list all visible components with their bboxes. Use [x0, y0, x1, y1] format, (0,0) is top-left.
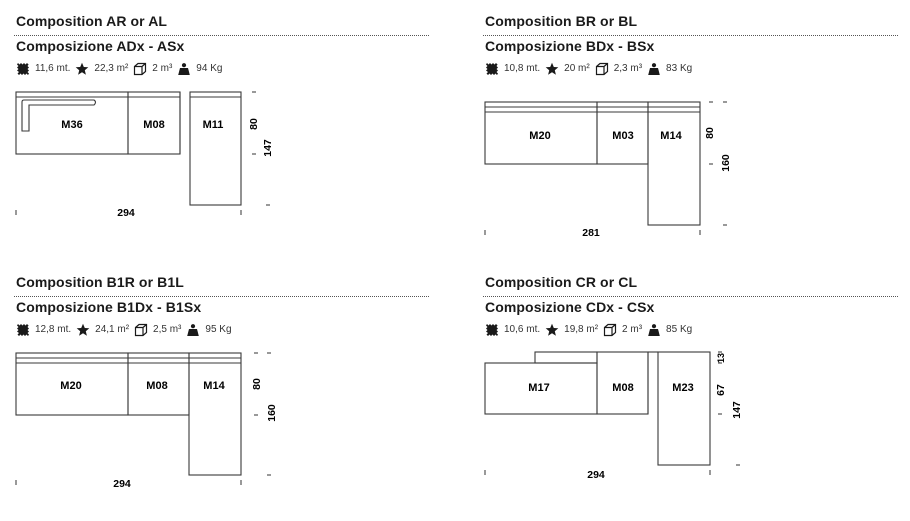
- seat-depth-dimension: 80: [704, 127, 716, 139]
- module-label: M11: [203, 119, 224, 131]
- composition-title-en: Composition B1R or B1L: [16, 274, 184, 290]
- module-label: M08: [146, 380, 167, 392]
- star-area-icon: [75, 62, 89, 76]
- spec-volume: 2 m³: [603, 323, 642, 337]
- star-area-icon: [545, 62, 559, 76]
- spec-area: 22,3 m²: [75, 62, 128, 76]
- floor-plan: M17 M08 M23 294 13 67 147: [484, 351, 743, 481]
- composition-a: Composition AR or AL Composizione ADx - …: [14, 10, 429, 260]
- total-depth-dimension: 147: [262, 139, 274, 157]
- fabric-length-icon: [16, 62, 30, 76]
- module-label: M17: [528, 382, 549, 394]
- star-area-icon: [545, 323, 559, 337]
- spec-length: 10,8 mt.: [485, 62, 540, 76]
- spec-volume: 2 m³: [133, 62, 172, 76]
- width-dimension: 294: [117, 207, 135, 219]
- total-depth-dimension: 160: [266, 404, 278, 422]
- composition-title-it: Composizione BDx - BSx: [485, 38, 655, 54]
- spec-weight: 85 Kg: [647, 323, 692, 337]
- module-label: M20: [60, 380, 81, 392]
- spec-weight: 95 Kg: [186, 323, 232, 337]
- composition-title-en: Composition AR or AL: [16, 13, 168, 29]
- spec-volume: 2,3 m³: [595, 62, 642, 76]
- spec-volume: 2,5 m³: [134, 323, 181, 337]
- module-label: M14: [660, 130, 682, 142]
- specs-row: 10,8 mt. 20 m² 2,3 m³ 83 Kg: [485, 61, 697, 77]
- width-dimension: 294: [113, 478, 131, 490]
- fabric-length-icon: [485, 62, 499, 76]
- seat-depth-dimension: 80: [248, 118, 260, 130]
- specs-row: 11,6 mt. 22,3 m² 2 m³ 94 Kg: [16, 61, 227, 77]
- specs-row: 10,6 mt. 19,8 m² 2 m³ 85 Kg: [485, 322, 697, 338]
- composition-title-en: Composition CR or CL: [485, 274, 638, 290]
- fabric-length-icon: [485, 323, 499, 337]
- spec-length: 12,8 mt.: [16, 323, 71, 337]
- fabric-length-icon: [16, 323, 30, 337]
- module-label: M20: [529, 130, 550, 142]
- floor-plan: M20 M03 M14 281 80 160: [484, 101, 732, 239]
- width-dimension: 294: [587, 469, 605, 481]
- composition-title-it: Composizione CDx - CSx: [485, 299, 655, 315]
- box-volume-icon: [133, 62, 147, 76]
- spec-length: 11,6 mt.: [16, 62, 70, 76]
- title-divider: [483, 35, 898, 36]
- seat-depth-dimension: 67: [715, 384, 727, 396]
- composition-b: Composition BR or BL Composizione BDx - …: [483, 10, 898, 260]
- star-area-icon: [76, 323, 90, 337]
- module-label: M14: [203, 380, 225, 392]
- catalog-page: { "compositions": [ { "title_en": "Compo…: [14, 10, 898, 490]
- module-m14-shape: [188, 352, 242, 476]
- composition-title-it: Composizione B1Dx - B1Sx: [16, 299, 202, 315]
- module-m11-shape: [189, 91, 242, 206]
- module-label: M08: [143, 119, 164, 131]
- spec-area: 20 m²: [545, 62, 590, 76]
- module-label: M36: [61, 119, 82, 131]
- spec-weight: 83 Kg: [647, 62, 692, 76]
- back-depth-dimension: 13: [716, 353, 726, 363]
- weight-icon: [647, 62, 661, 76]
- spec-weight: 94 Kg: [177, 62, 222, 76]
- armrest-shape: [21, 99, 97, 132]
- width-dimension: 281: [582, 227, 600, 239]
- floor-plan: M36 M08 M11 294 80 147: [15, 91, 274, 219]
- floor-plan: M20 M08 M14 294 80 160: [15, 352, 278, 490]
- specs-row: 12,8 mt. 24,1 m² 2,5 m³ 95 Kg: [16, 322, 237, 338]
- weight-icon: [186, 323, 200, 337]
- module-m14-shape: [647, 101, 701, 226]
- composition-c: Composition CR or CL Composizione CDx - …: [483, 271, 898, 521]
- title-divider: [14, 35, 429, 36]
- total-depth-dimension: 160: [720, 154, 732, 172]
- spec-length: 10,6 mt.: [485, 323, 540, 337]
- spec-area: 19,8 m²: [545, 323, 598, 337]
- total-depth-dimension: 147: [731, 401, 743, 419]
- backrest-shape: [534, 351, 598, 364]
- weight-icon: [177, 62, 191, 76]
- title-divider: [14, 296, 429, 297]
- module-label: M08: [612, 382, 633, 394]
- title-divider: [483, 296, 898, 297]
- box-volume-icon: [134, 323, 148, 337]
- weight-icon: [647, 323, 661, 337]
- seat-depth-dimension: 80: [251, 378, 263, 390]
- module-label: M03: [612, 130, 633, 142]
- module-label: M23: [672, 382, 693, 394]
- composition-title-en: Composition BR or BL: [485, 13, 638, 29]
- spec-area: 24,1 m²: [76, 323, 129, 337]
- composition-b1: Composition B1R or B1L Composizione B1Dx…: [14, 271, 429, 521]
- module-m23-shape: [657, 351, 711, 466]
- box-volume-icon: [595, 62, 609, 76]
- composition-title-it: Composizione ADx - ASx: [16, 38, 185, 54]
- box-volume-icon: [603, 323, 617, 337]
